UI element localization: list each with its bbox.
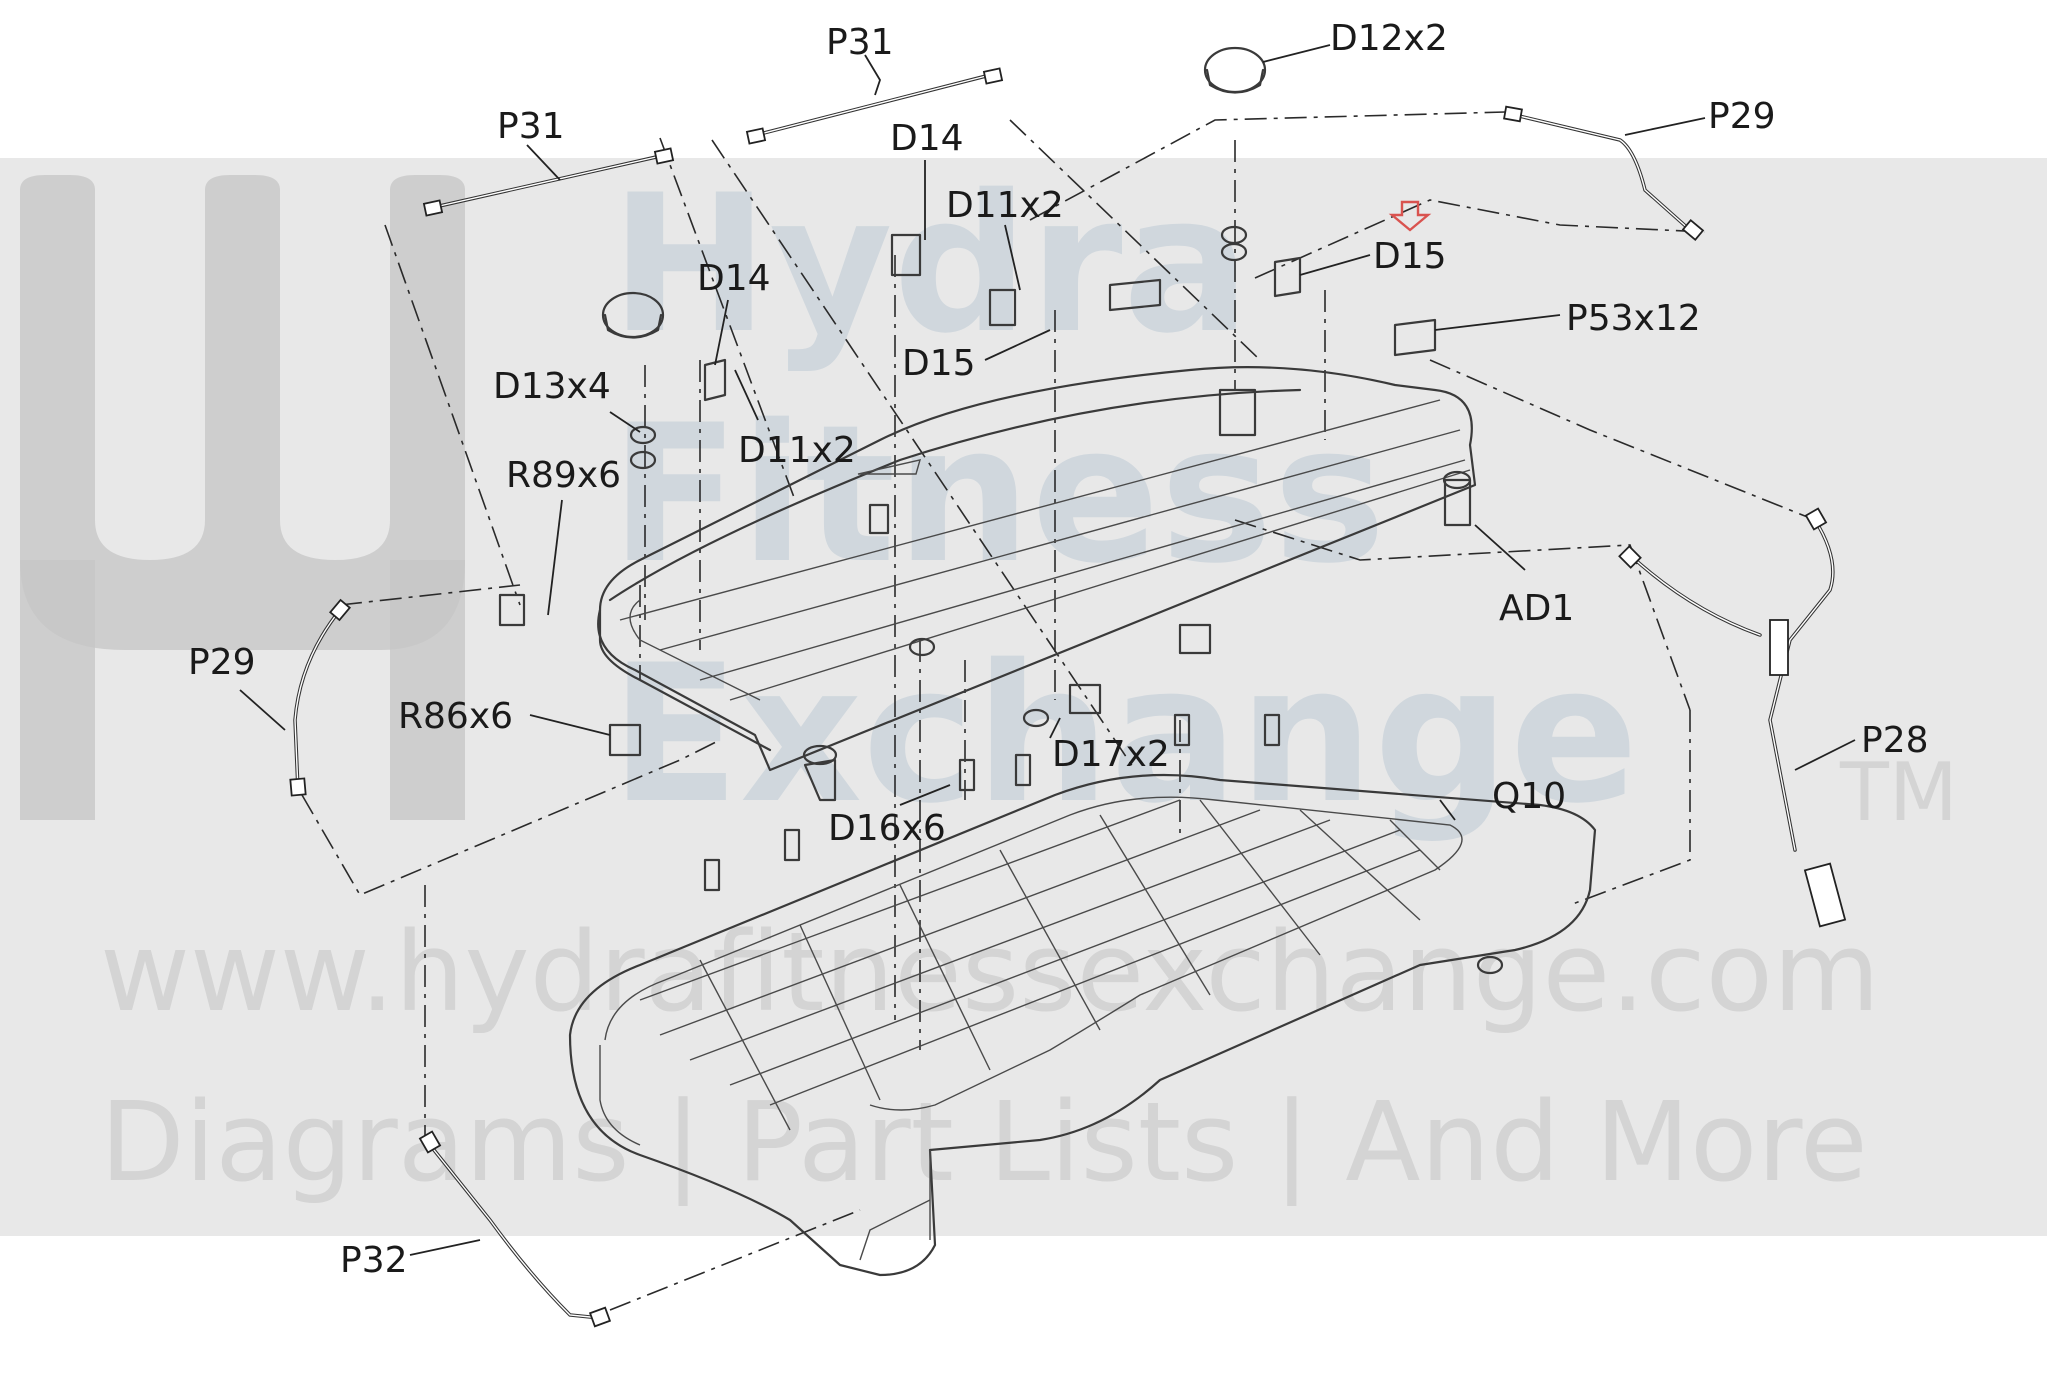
label-r86: R86x6 (398, 696, 513, 737)
label-d15-mid: D15 (902, 343, 976, 384)
watermark-trademark: TM (1839, 746, 1958, 839)
label-p29-right: P29 (1708, 96, 1776, 137)
watermark-brand-fitness: Fitness (610, 384, 1386, 605)
label-d15-right: D15 (1373, 236, 1447, 277)
watermark-tagline: Diagrams | Part Lists | And More (100, 1078, 1868, 1207)
connectors (289, 67, 1847, 1328)
label-d14-mid: D14 (697, 258, 771, 299)
label-r89: R89x6 (506, 455, 621, 496)
label-d14-top: D14 (890, 118, 964, 159)
label-p31-top: P31 (826, 22, 894, 63)
label-p53: P53x12 (1566, 298, 1701, 339)
part-labels: P31 D12x2 P31 P29 D14 D11x2 D15 D14 P53x… (188, 18, 1929, 1281)
watermark-logo (20, 175, 465, 820)
highlight-arrow-icon (1388, 200, 1432, 232)
label-p28: P28 (1861, 720, 1929, 761)
watermark-brand-hydra: Hydra (610, 154, 1251, 375)
label-q10: Q10 (1492, 776, 1566, 817)
watermark-brand-exchange: Exchange (610, 624, 1639, 845)
label-p32: P32 (340, 1240, 408, 1281)
label-d11-mid: D11x2 (738, 430, 856, 471)
label-d12: D12x2 (1330, 18, 1448, 59)
watermark-url: www.hydrafitnessexchange.com (100, 908, 1880, 1036)
watermark-band (0, 158, 2047, 1236)
label-p29-left: P29 (188, 642, 256, 683)
cables (293, 73, 1835, 1320)
label-d17: D17x2 (1052, 734, 1170, 775)
label-p31-left: P31 (497, 106, 565, 147)
hardware (498, 46, 1437, 892)
label-d16: D16x6 (828, 808, 946, 849)
bottom-tray (568, 773, 1597, 1277)
label-d11-top: D11x2 (946, 185, 1064, 226)
upper-frame (597, 366, 1477, 802)
leader-lines (239, 44, 1856, 1256)
label-ad1: AD1 (1499, 588, 1574, 629)
label-d13: D13x4 (493, 366, 611, 407)
